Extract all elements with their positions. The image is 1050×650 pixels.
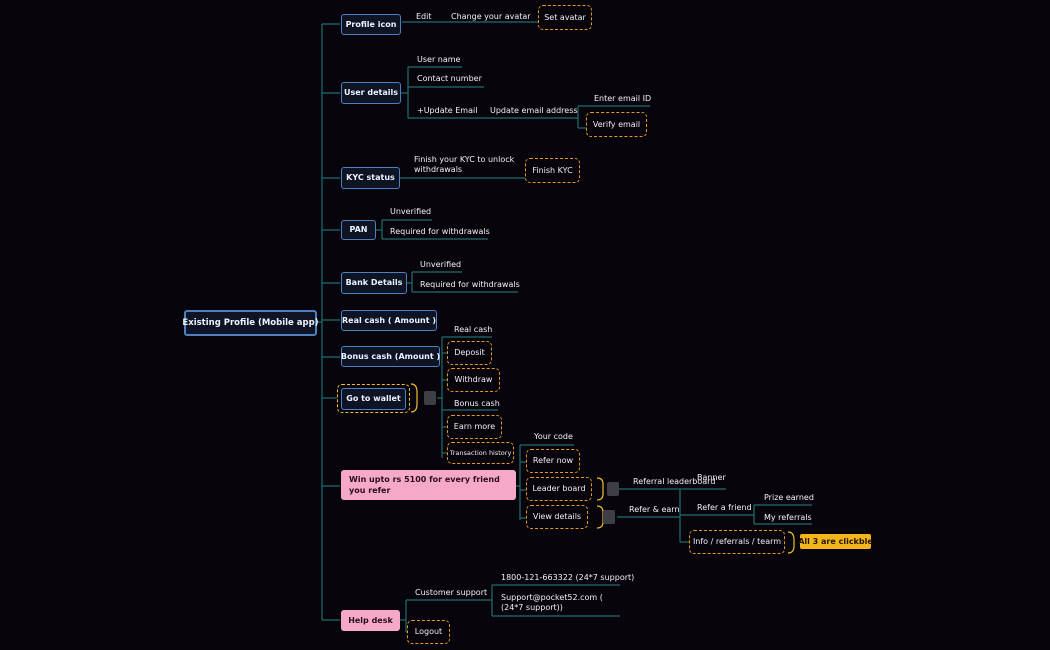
real-cash-node: Real cash ( Amount ) [341, 310, 437, 331]
verify-email-action[interactable]: Verify email [586, 112, 647, 137]
profile-icon-node: Profile icon [341, 14, 401, 35]
prize-earned-label: Prize earned [764, 493, 814, 502]
leader-board-action[interactable]: Leader board [526, 477, 592, 501]
user-details-node: User details [341, 82, 401, 104]
earn-more-action[interactable]: Earn more [447, 415, 502, 439]
contact-number-label: Contact number [417, 74, 482, 83]
referral-leaderboard-label: Referral leaderboard [633, 477, 716, 486]
change-avatar-label: Change your avatar [451, 12, 531, 21]
bank-unverified-label: Unverified [420, 260, 462, 269]
customer-support-label: Customer support [415, 588, 488, 597]
info-referrals-terms-action[interactable]: Info / referrals / tearm [689, 530, 785, 554]
refer-friend-label: Refer a friend [697, 503, 752, 512]
update-email-address-label: Update email address [490, 106, 578, 115]
edit-label: Edit [416, 12, 432, 21]
deposit-action[interactable]: Deposit [447, 341, 492, 365]
pan-unverified-label: Unverified [390, 207, 432, 216]
banner-label: Banner [697, 473, 726, 482]
set-avatar-action[interactable]: Set avatar [538, 5, 592, 30]
clickable-note-badge: All 3 are clickble [798, 534, 873, 549]
user-name-label: User name [417, 55, 461, 64]
transaction-history-action[interactable]: Transaction history [447, 442, 514, 464]
collapse-handle-wallet[interactable] [424, 391, 436, 405]
withdraw-action[interactable]: Withdraw [447, 368, 500, 392]
bonus-cash-node: Bonus cash (Amount ) [341, 346, 440, 367]
help-desk-node: Help desk [341, 610, 400, 631]
view-details-action[interactable]: View details [526, 505, 588, 529]
collapse-handle-leaderboard[interactable] [607, 482, 619, 496]
logout-action[interactable]: Logout [407, 620, 450, 644]
go-to-wallet-action[interactable]: Go to wallet [337, 384, 410, 413]
wallet-real-cash-label: Real cash [454, 325, 493, 334]
bank-required-label: Required for withdrawals [420, 280, 520, 289]
support-phone-label: 1800-121-663322 (24*7 support) [501, 573, 635, 582]
kyc-status-node: KYC status [341, 167, 400, 189]
refer-earn-label: Refer & earn [629, 505, 680, 514]
update-email-label: +Update Email [417, 106, 478, 115]
referral-offer-node: Win upto rs 5100 for every friend you re… [341, 470, 516, 500]
go-to-wallet-label: Go to wallet [341, 387, 406, 410]
finish-kyc-action[interactable]: Finish KYC [525, 158, 580, 183]
pan-node: PAN [341, 220, 376, 240]
your-code-label: Your code [534, 432, 573, 441]
wallet-bonus-cash-label: Bonus cash [454, 399, 500, 408]
pan-required-label: Required for withdrawals [390, 227, 490, 236]
my-referrals-label: My referrals [764, 513, 812, 522]
bank-details-node: Bank Details [341, 272, 407, 294]
collapse-handle-view-details[interactable] [603, 510, 615, 524]
kyc-description-label: Finish your KYC to unlock withdrawals [414, 155, 515, 174]
refer-now-action[interactable]: Refer now [526, 449, 580, 473]
root-node: Existing Profile (Mobile app) [182, 310, 319, 336]
enter-email-label: Enter email ID [594, 94, 652, 103]
support-email-label: Support@pocket52.com ( (24*7 support)) [501, 593, 603, 612]
